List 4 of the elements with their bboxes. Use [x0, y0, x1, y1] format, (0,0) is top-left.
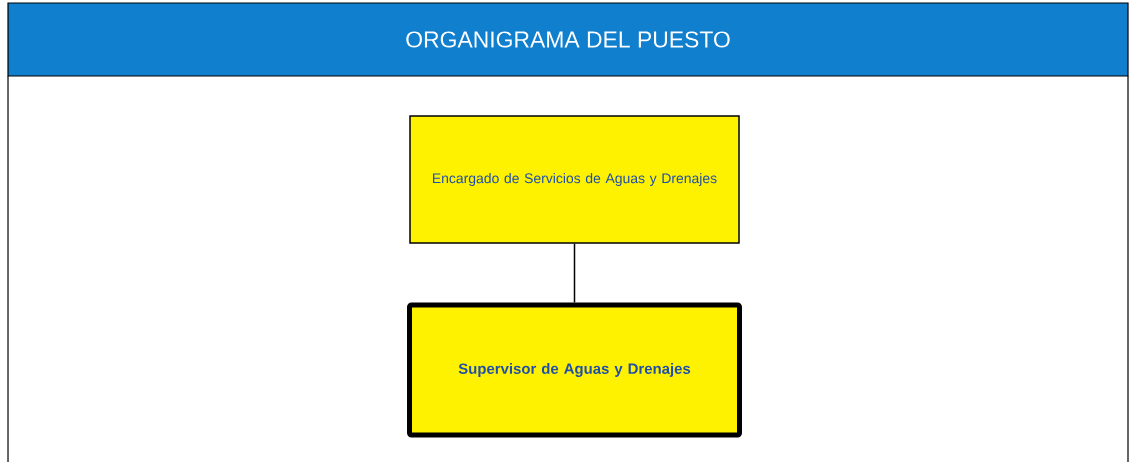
- position-box: Encargado de Servicios de Aguas y Drenajes: [409, 115, 740, 244]
- position-box: Supervisor de Aguas y Drenajes: [407, 302, 742, 438]
- connector-line: [573, 243, 576, 304]
- title-band: ORGANIGRAMA DEL PUESTO: [7, 2, 1129, 77]
